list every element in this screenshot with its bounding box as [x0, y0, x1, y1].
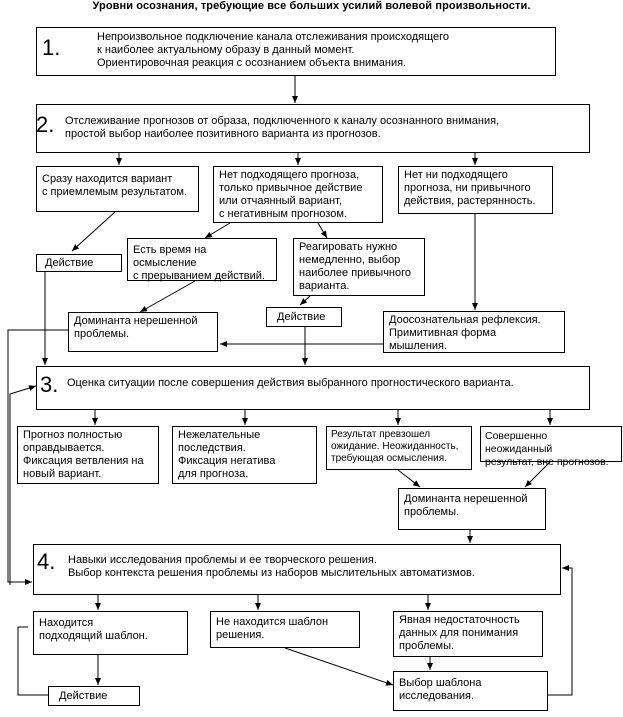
outcome-unexpected-box: Совершенно неожиданный результат, вне пр… — [480, 426, 622, 468]
option-time-text: Есть время на осмысление с прерыванием д… — [133, 244, 265, 282]
level-4-box: Навыки исследования проблемы и ее творче… — [33, 544, 561, 595]
option-found-text: Сразу находится вариант с приемлемым рез… — [42, 173, 187, 198]
option-no-forecast-text: Нет подходящего прогноза, только привычн… — [219, 169, 363, 220]
outcome-undesirable-box: Нежелательные последствия. Фиксация нега… — [172, 426, 317, 484]
reflex-box: Доосознательная рефлексия. Примитивная ф… — [383, 311, 565, 353]
level-4-number: 4. — [37, 549, 56, 574]
option-time-box: Есть время на осмысление с прерыванием д… — [127, 238, 277, 282]
template-missing-text: Не находится шаблон решения. — [216, 616, 329, 641]
level-2-text: Отслеживание прогнозов от образа, подклю… — [65, 115, 500, 140]
outcome-exceeded-box: Результат превзошел ожидание. Неожиданно… — [326, 426, 472, 470]
action-mid-text: Действие — [277, 311, 326, 323]
level-1-number: 1. — [42, 35, 61, 60]
option-react-box: Реагировать нужно немедленно, выбор наиб… — [293, 238, 425, 296]
level-4-text: Навыки исследования проблемы и ее творче… — [68, 554, 475, 579]
level-1-box: Непроизвольное подключение канала отслеж… — [36, 27, 556, 76]
outcome-justified-box: Прогноз полностью оправдывается. Фиксаци… — [17, 426, 159, 484]
template-found-text: Находится подходящий шаблон. — [39, 617, 148, 642]
action-bottom-text: Действие — [59, 690, 108, 702]
diagram-title: Уровни осознания, требующие все больших … — [92, 0, 531, 12]
option-no-forecast-box: Нет подходящего прогноза, только привычн… — [213, 166, 383, 223]
choose-template-text: Выбор шаблона исследования. — [399, 677, 482, 702]
outcome-unexpected-text: Совершенно неожиданный результат, вне пр… — [485, 430, 609, 468]
level-3-box: Оценка ситуации после совершения действи… — [36, 366, 590, 410]
dominant-bottom-text: Доминанта нерешенной проблемы. — [404, 493, 528, 518]
dominant-bottom-box: Доминанта нерешенной проблемы. — [398, 488, 546, 530]
option-nothing-box: Нет ни подходящего прогноза, ни привычно… — [398, 166, 553, 214]
option-nothing-text: Нет ни подходящего прогноза, ни привычно… — [404, 169, 536, 207]
template-missing-box: Не находится шаблон решения. — [210, 611, 360, 648]
outcome-exceeded-text: Результат превзошел ожидание. Неожиданно… — [331, 429, 459, 464]
level-2-number: 2. — [36, 112, 55, 137]
template-found-box: Находится подходящий шаблон. — [33, 611, 188, 655]
dominant-top-text: Доминанта нерешенной проблемы. — [74, 315, 198, 340]
option-found-box: Сразу находится вариант с приемлемым рез… — [36, 166, 199, 212]
level-3-number: 3. — [40, 372, 59, 397]
outcome-undesirable-text: Нежелательные последствия. Фиксация нега… — [178, 429, 276, 480]
level-1-text: Непроизвольное подключение канала отслеж… — [97, 31, 450, 69]
level-3-text: Оценка ситуации после совершения действи… — [67, 377, 514, 389]
reflex-text: Доосознательная рефлексия. Примитивная ф… — [389, 314, 541, 352]
action-bottom-box: Действие — [48, 686, 140, 706]
action-left-text: Действие — [45, 257, 94, 269]
outcome-justified-text: Прогноз полностью оправдывается. Фиксаци… — [23, 429, 144, 480]
choose-template-box: Выбор шаблона исследования. — [393, 671, 548, 711]
insufficient-data-box: Явная недостаточность данных для пониман… — [393, 611, 543, 657]
action-mid-box: Действие — [266, 307, 342, 327]
action-left-box: Действие — [36, 254, 122, 272]
dominant-top-box: Доминанта нерешенной проблемы. — [68, 312, 218, 352]
option-react-text: Реагировать нужно немедленно, выбор наиб… — [299, 241, 412, 292]
level-2-box: Отслеживание прогнозов от образа, подклю… — [36, 104, 590, 153]
insufficient-data-text: Явная недостаточность данных для пониман… — [399, 614, 520, 652]
